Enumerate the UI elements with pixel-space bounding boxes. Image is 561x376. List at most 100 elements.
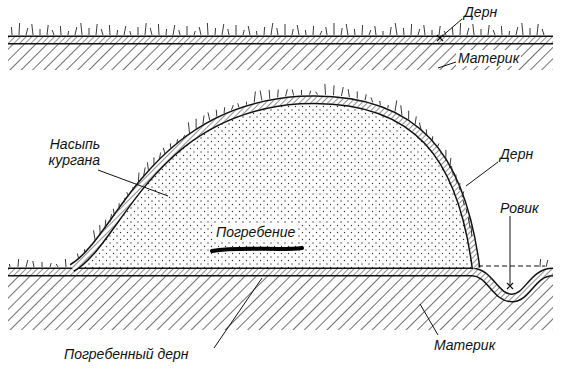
grass-blade xyxy=(89,28,90,35)
grass-blade xyxy=(537,24,538,35)
grass-blade xyxy=(215,28,217,35)
grass-blade xyxy=(256,31,258,35)
buried-turf xyxy=(8,272,553,298)
grass-blade xyxy=(132,187,134,190)
grass-blade xyxy=(145,23,146,35)
grass-blade xyxy=(301,90,302,95)
grass-blade xyxy=(390,27,391,35)
grass-blade xyxy=(47,25,48,35)
grass-blade xyxy=(222,24,224,35)
grass-blade xyxy=(292,29,293,35)
grass-blade xyxy=(260,91,262,101)
grass-blade xyxy=(42,262,43,267)
grass-blade xyxy=(32,24,33,35)
grass-blade xyxy=(501,26,503,35)
grass-blade xyxy=(207,23,209,35)
grass-blade xyxy=(203,115,204,124)
grass-blade xyxy=(264,27,266,35)
grass-blade xyxy=(68,31,70,35)
grass-blade xyxy=(271,23,273,35)
grass-blade xyxy=(163,148,165,154)
grass-blade xyxy=(395,23,397,35)
subsoil-hatch xyxy=(8,276,553,330)
subsoil-hatch xyxy=(8,44,553,70)
grass-blade xyxy=(96,24,97,35)
mound-turf xyxy=(72,100,476,268)
grass-blade xyxy=(143,167,145,177)
grass-blade xyxy=(440,151,441,154)
grass-blade xyxy=(387,105,389,108)
grass-blade xyxy=(426,129,428,135)
grass-blade xyxy=(52,30,54,35)
grass-blade xyxy=(383,31,384,35)
mound-fill xyxy=(72,100,476,268)
grass-blade xyxy=(493,30,495,35)
grass-blade xyxy=(333,85,335,95)
grass-blade xyxy=(269,90,271,99)
grass-blade xyxy=(462,191,464,197)
grass-blade xyxy=(60,26,62,35)
former-surface xyxy=(478,266,545,267)
grass-blade xyxy=(354,29,356,35)
leader-lines xyxy=(98,19,510,348)
grass-blade xyxy=(309,91,310,95)
grass-blade xyxy=(297,25,299,35)
grass-blade xyxy=(158,24,160,35)
grass-blade xyxy=(194,31,195,35)
grass-blade xyxy=(324,84,326,95)
grass-blade xyxy=(451,166,453,175)
grass-blade xyxy=(468,217,470,228)
grass-blade xyxy=(403,28,405,35)
grass-blade xyxy=(94,230,96,241)
leader-marks xyxy=(437,35,513,289)
grass-blade xyxy=(176,139,178,143)
grass-blade xyxy=(119,203,120,209)
grass-blade xyxy=(216,110,218,117)
grass-blade xyxy=(166,29,168,35)
grass-blade xyxy=(130,31,131,35)
grass-blade xyxy=(124,26,126,35)
grass-blade xyxy=(170,143,172,148)
grass-blade xyxy=(320,31,322,35)
grass-blade xyxy=(371,97,373,102)
grass-blade xyxy=(11,27,13,35)
grass-blade xyxy=(471,226,473,236)
grass-blade xyxy=(369,30,371,35)
grass-blade xyxy=(473,24,474,35)
grass-blade xyxy=(26,28,28,35)
grass xyxy=(9,23,547,267)
grass-blade xyxy=(40,29,41,35)
grass-blade xyxy=(159,153,160,160)
grass-blade xyxy=(246,102,247,105)
grass-blade xyxy=(75,27,77,35)
grass-blade xyxy=(401,105,402,115)
grass-blade xyxy=(481,29,482,35)
grass-blade xyxy=(437,144,439,148)
grass-blade xyxy=(187,26,188,35)
part-label: Дерн xyxy=(462,4,499,20)
grass-blade xyxy=(365,94,366,100)
grass-blade xyxy=(231,105,233,110)
grass-blade xyxy=(313,26,315,35)
grass-blade xyxy=(117,30,119,35)
grass-blade xyxy=(459,183,461,190)
grass-blade xyxy=(408,111,409,120)
grass-blade xyxy=(173,25,175,35)
grass-blade xyxy=(127,192,129,196)
grass-blade xyxy=(179,30,180,35)
grass-blade xyxy=(248,26,250,35)
grass-blade xyxy=(522,23,523,35)
part-label: Ровик xyxy=(498,200,541,216)
grass-blade xyxy=(375,26,376,35)
turf-layer xyxy=(8,40,553,41)
grass-blade xyxy=(208,112,210,120)
grass-blade xyxy=(84,249,85,253)
grass-blade xyxy=(316,92,318,95)
grass-blade xyxy=(277,89,279,97)
grass-blade xyxy=(326,27,327,35)
grass-blade xyxy=(65,259,67,267)
grass-blade xyxy=(305,30,307,35)
grass-blade xyxy=(439,26,440,35)
grass-blade xyxy=(243,30,244,35)
grass-blade xyxy=(109,25,111,35)
